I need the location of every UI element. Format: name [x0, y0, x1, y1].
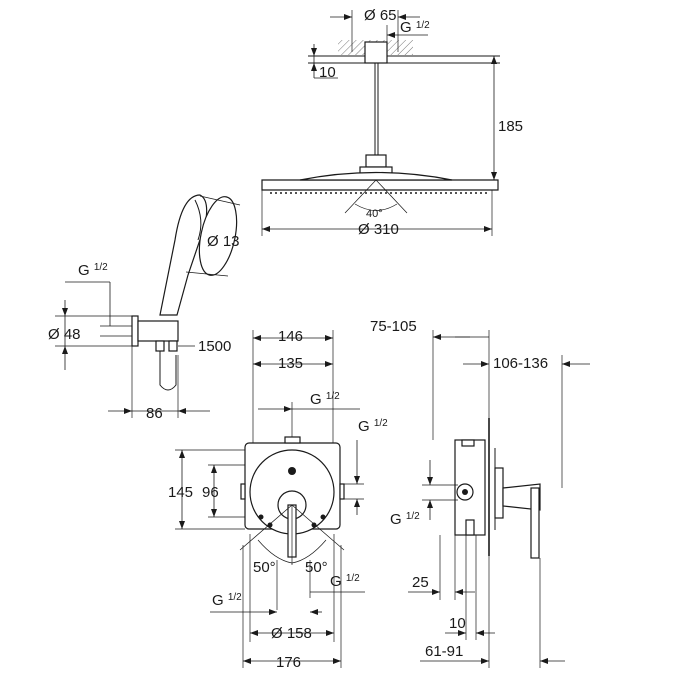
dim-dia-310: Ø 310	[358, 221, 399, 238]
dim-135: 135	[278, 355, 303, 372]
thread-label-front-bl: G 1/2	[212, 592, 242, 609]
angle-40: 40°	[366, 208, 383, 220]
dim-dia-158: Ø 158	[271, 625, 312, 642]
thread-label-top: G 1/2	[400, 19, 430, 36]
thread-label-front-br: G 1/2	[330, 573, 360, 590]
dim-25: 25	[412, 574, 429, 591]
hand-shower-view: Ø 13 G 1/2 Ø 48 1500 86	[48, 194, 241, 422]
dim-75-105: 75-105	[370, 318, 417, 335]
dim-61-91: 61-91	[425, 643, 463, 660]
dim-dia-13: Ø 13	[207, 233, 240, 250]
mixer-side-view: 75-105 106-136 G 1/2 25	[370, 318, 590, 668]
thread-label-front-right: G 1/2	[358, 418, 388, 435]
dim-106-136: 106-136	[493, 355, 548, 372]
dim-10-side: 10	[449, 615, 466, 632]
thread-label-hand: G 1/2	[78, 262, 108, 279]
dim-dia-48: Ø 48	[48, 326, 81, 343]
angle-right-50: 50°	[305, 559, 328, 576]
head-shower-view: Ø 65 G 1/2 10 185 40°	[261, 7, 523, 238]
dim-dia-65: Ø 65	[364, 7, 397, 24]
dim-145: 145	[168, 484, 193, 501]
dim-146: 146	[278, 328, 303, 345]
dim-10-top: 10	[319, 64, 336, 81]
dim-1500: 1500	[198, 338, 231, 355]
thread-label-front-top: G 1/2	[310, 391, 340, 408]
thread-label-side: G 1/2	[390, 511, 420, 528]
mixer-front-view: 146 135 G 1/2 G 1/2 145 96	[168, 328, 388, 671]
angle-left-50: 50°	[253, 559, 276, 576]
dim-176: 176	[276, 654, 301, 671]
dim-185: 185	[498, 118, 523, 135]
dim-86: 86	[146, 405, 163, 422]
dim-96: 96	[202, 484, 219, 501]
